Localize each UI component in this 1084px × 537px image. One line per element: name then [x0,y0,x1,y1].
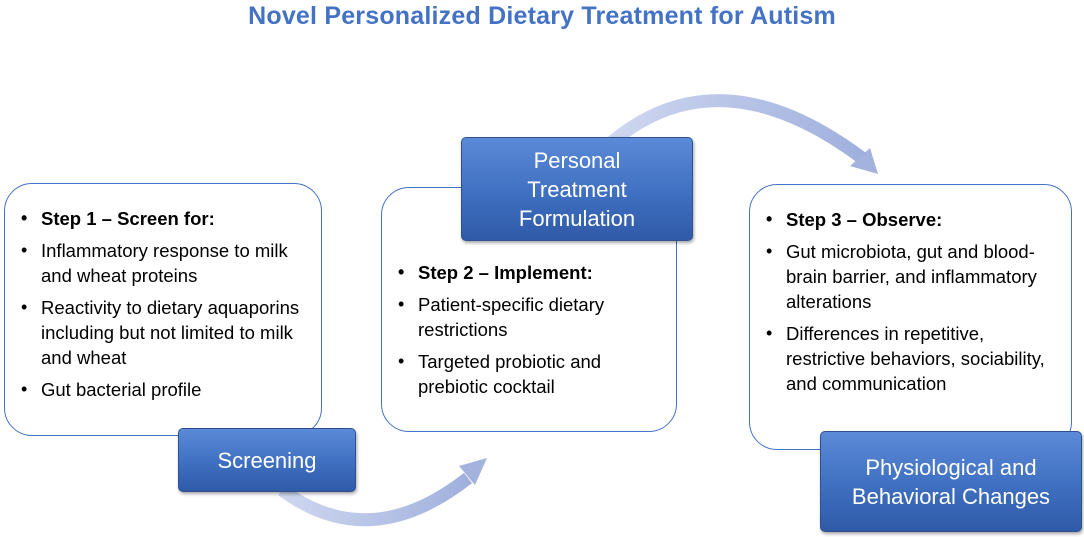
step3-heading: Step 3 – Observe: [762,207,1061,232]
step1-item: Gut bacterial profile [17,377,307,402]
treatment-label-line: Treatment [527,176,627,202]
step1-card: Step 1 – Screen for: Inflammatory respon… [4,183,322,436]
changes-label-line: Behavioral Changes [851,483,1051,509]
treatment-label-line: Personal [533,147,621,173]
step1-list: Step 1 – Screen for: Inflammatory respon… [17,206,307,402]
step3-item: Gut microbiota, gut and blood-brain barr… [762,239,1061,314]
arrow-head-step2 [459,458,487,485]
step2-item: Targeted probiotic and prebiotic cocktai… [394,349,662,399]
physiological-behavioral-label: Physiological and Behavioral Changes [820,431,1082,532]
screening-label: Screening [178,428,356,492]
step1-heading: Step 1 – Screen for: [17,206,307,231]
step2-heading: Step 2 – Implement: [394,260,662,285]
step2-item: Patient-specific dietary restrictions [394,292,662,342]
screening-label-text: Screening [217,447,317,473]
treatment-label-line: Formulation [518,205,636,231]
treatment-formulation-label: Personal Treatment Formulation [461,137,693,241]
step3-list: Step 3 – Observe: Gut microbiota, gut an… [762,207,1061,396]
step1-item: Reactivity to dietary aquaporins includi… [17,295,307,370]
step1-item: Inflammatory response to milk and wheat … [17,238,307,288]
changes-label-line: Physiological and [865,454,1037,480]
arrow-step1-to-step2 [278,472,473,527]
step3-item: Differences in repetitive, restrictive b… [762,321,1061,396]
arrow-step2-to-step3 [607,94,866,164]
diagram-title: Novel Personalized Dietary Treatment for… [248,2,836,30]
step3-card: Step 3 – Observe: Gut microbiota, gut an… [749,184,1072,450]
arrow-head-step3 [850,148,878,174]
step2-list: Step 2 – Implement: Patient-specific die… [394,260,662,399]
